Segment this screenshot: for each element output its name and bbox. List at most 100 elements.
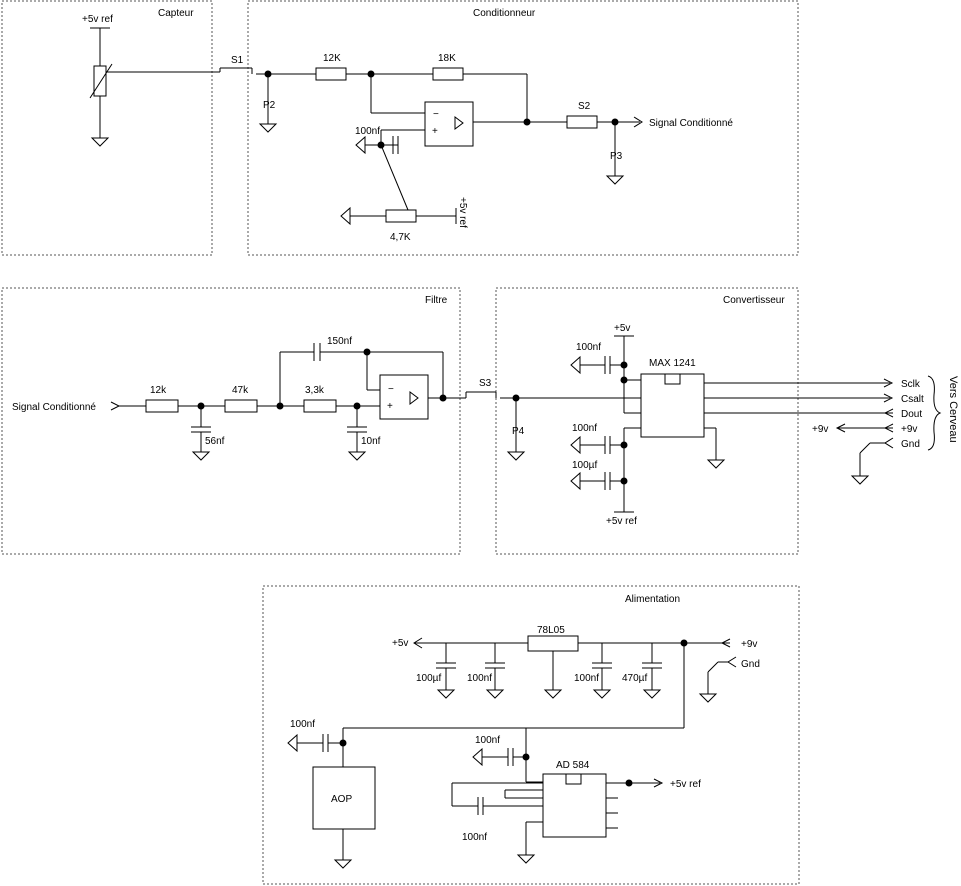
ground-icon xyxy=(472,747,483,767)
filtre-circuit: Signal Conditionné 12k 56nf 47k 150nf 3,… xyxy=(12,336,460,461)
signal-csalt: Csalt xyxy=(901,394,924,405)
s3-label: S3 xyxy=(479,378,492,389)
filtre-c1-label: 56nf xyxy=(205,436,225,447)
ground-icon xyxy=(287,733,298,753)
ground-icon xyxy=(570,355,581,375)
arrow-icon xyxy=(633,116,643,128)
arrow-icon xyxy=(883,423,894,433)
opamp xyxy=(424,101,474,147)
resistor-3-3k xyxy=(303,399,337,413)
filtre-c2-label: 10nf xyxy=(361,436,381,447)
resistor-18k xyxy=(432,67,464,81)
p4-label: P4 xyxy=(512,426,525,437)
ground-icon xyxy=(90,137,110,147)
convertisseur-title: Convertisseur xyxy=(723,295,785,306)
alimentation-title: Alimentation xyxy=(625,594,680,605)
signal-9v: +9v xyxy=(901,424,917,435)
ground-icon xyxy=(506,451,526,461)
aop-cap-label: 100nf xyxy=(290,719,315,730)
ground-icon xyxy=(340,206,351,226)
convertisseur-circuit: S3 P4 +5v 100nf MAX 1241 10 xyxy=(460,323,959,527)
ground-icon xyxy=(605,175,625,185)
ad584-label: AD 584 xyxy=(556,760,590,771)
aop-label: AOP xyxy=(331,794,352,805)
alim-9v-label: +9v xyxy=(741,639,757,650)
p3-label: P3 xyxy=(610,151,623,162)
conditionneur-circuit: S1 P2 12K 18K − + 100nf xyxy=(219,53,733,243)
resistor-12k xyxy=(315,67,347,81)
filtre-r1-label: 12k xyxy=(150,385,167,396)
brace-icon xyxy=(927,375,942,451)
alimentation-circuit: +5v 78L05 +9v Gnd xyxy=(287,625,760,869)
filtre-ctop-label: 150nf xyxy=(327,336,352,347)
ground-icon xyxy=(333,859,353,869)
arrow-icon xyxy=(720,638,731,648)
conv-c1-label: 100nf xyxy=(576,342,601,353)
ground-icon xyxy=(698,693,718,703)
s2-label: S2 xyxy=(578,101,591,112)
signal-dout: Dout xyxy=(901,409,922,420)
capteur-title: Capteur xyxy=(158,8,194,19)
c100nf-label: 100nf xyxy=(355,126,380,137)
max1241-label: MAX 1241 xyxy=(649,358,696,369)
signal-gnd: Gnd xyxy=(901,439,920,450)
ground-icon xyxy=(706,459,726,469)
vers-cerveau-label: Vers Cerveau xyxy=(947,376,959,443)
aop-box xyxy=(312,766,376,830)
signal-conditionne-output: Signal Conditionné xyxy=(649,118,733,129)
max1241-chip xyxy=(640,373,705,438)
ad-cap-label: 100nf xyxy=(475,735,500,746)
alim-cap4-label: 470µf xyxy=(622,673,647,684)
ref-out-label: +5v ref xyxy=(670,779,701,790)
r18k-label: 18K xyxy=(438,53,456,64)
conditionneur-title: Conditionneur xyxy=(473,8,536,19)
cap-100uf xyxy=(436,643,456,699)
arrow-icon xyxy=(883,378,894,388)
alim-cap3-label: 100nf xyxy=(574,673,599,684)
filtre-r2-label: 47k xyxy=(232,385,249,396)
alim-gnd-label: Gnd xyxy=(741,659,760,670)
alim-cap2-label: 100nf xyxy=(467,673,492,684)
regulator-78l05 xyxy=(527,635,579,652)
ground-icon xyxy=(355,135,366,155)
ground-icon xyxy=(347,451,367,461)
vcc-label: +5v xyxy=(614,323,630,334)
sensor-resistor xyxy=(93,65,107,97)
cap-100nf xyxy=(485,643,505,699)
svg-text:+: + xyxy=(387,401,393,412)
pot-ref-label: +5v ref xyxy=(457,197,468,228)
plus9v-out-label: +9v xyxy=(812,424,828,435)
ground-icon xyxy=(543,689,563,699)
svg-text:+: + xyxy=(432,126,438,137)
ground-icon xyxy=(516,854,536,864)
p2-label: P2 xyxy=(263,100,276,111)
filtre-box xyxy=(1,287,461,555)
ground-icon xyxy=(191,451,211,461)
s1-label: S1 xyxy=(231,55,244,66)
svg-text:−: − xyxy=(388,384,394,395)
arrow-icon xyxy=(653,778,664,788)
ad-cap2-label: 100nf xyxy=(462,832,487,843)
alim-cap1-label: 100µf xyxy=(416,673,441,684)
conditionneur-box xyxy=(247,0,799,256)
signal-sclk: Sclk xyxy=(901,379,921,390)
opamp xyxy=(379,374,429,420)
ground-icon xyxy=(570,435,581,455)
reg-label: 78L05 xyxy=(537,625,565,636)
alim-5v-label: +5v xyxy=(392,638,408,649)
alimentation-box xyxy=(262,585,800,885)
conv-c2-label: 100nf xyxy=(572,423,597,434)
resistor-47k xyxy=(224,399,258,413)
resistor-12k xyxy=(145,399,179,413)
capteur-box xyxy=(1,0,213,256)
arrow-icon xyxy=(110,401,121,411)
capteur-circuit: +5v ref xyxy=(82,14,220,147)
arrow-icon xyxy=(883,393,894,403)
ground-icon xyxy=(570,471,581,491)
cap-100nf-2 xyxy=(592,643,612,699)
ground-icon xyxy=(850,475,870,485)
capteur-ref-label: +5v ref xyxy=(82,14,113,25)
potentiometer xyxy=(385,209,417,223)
conv-ref-label: +5v ref xyxy=(606,516,637,527)
